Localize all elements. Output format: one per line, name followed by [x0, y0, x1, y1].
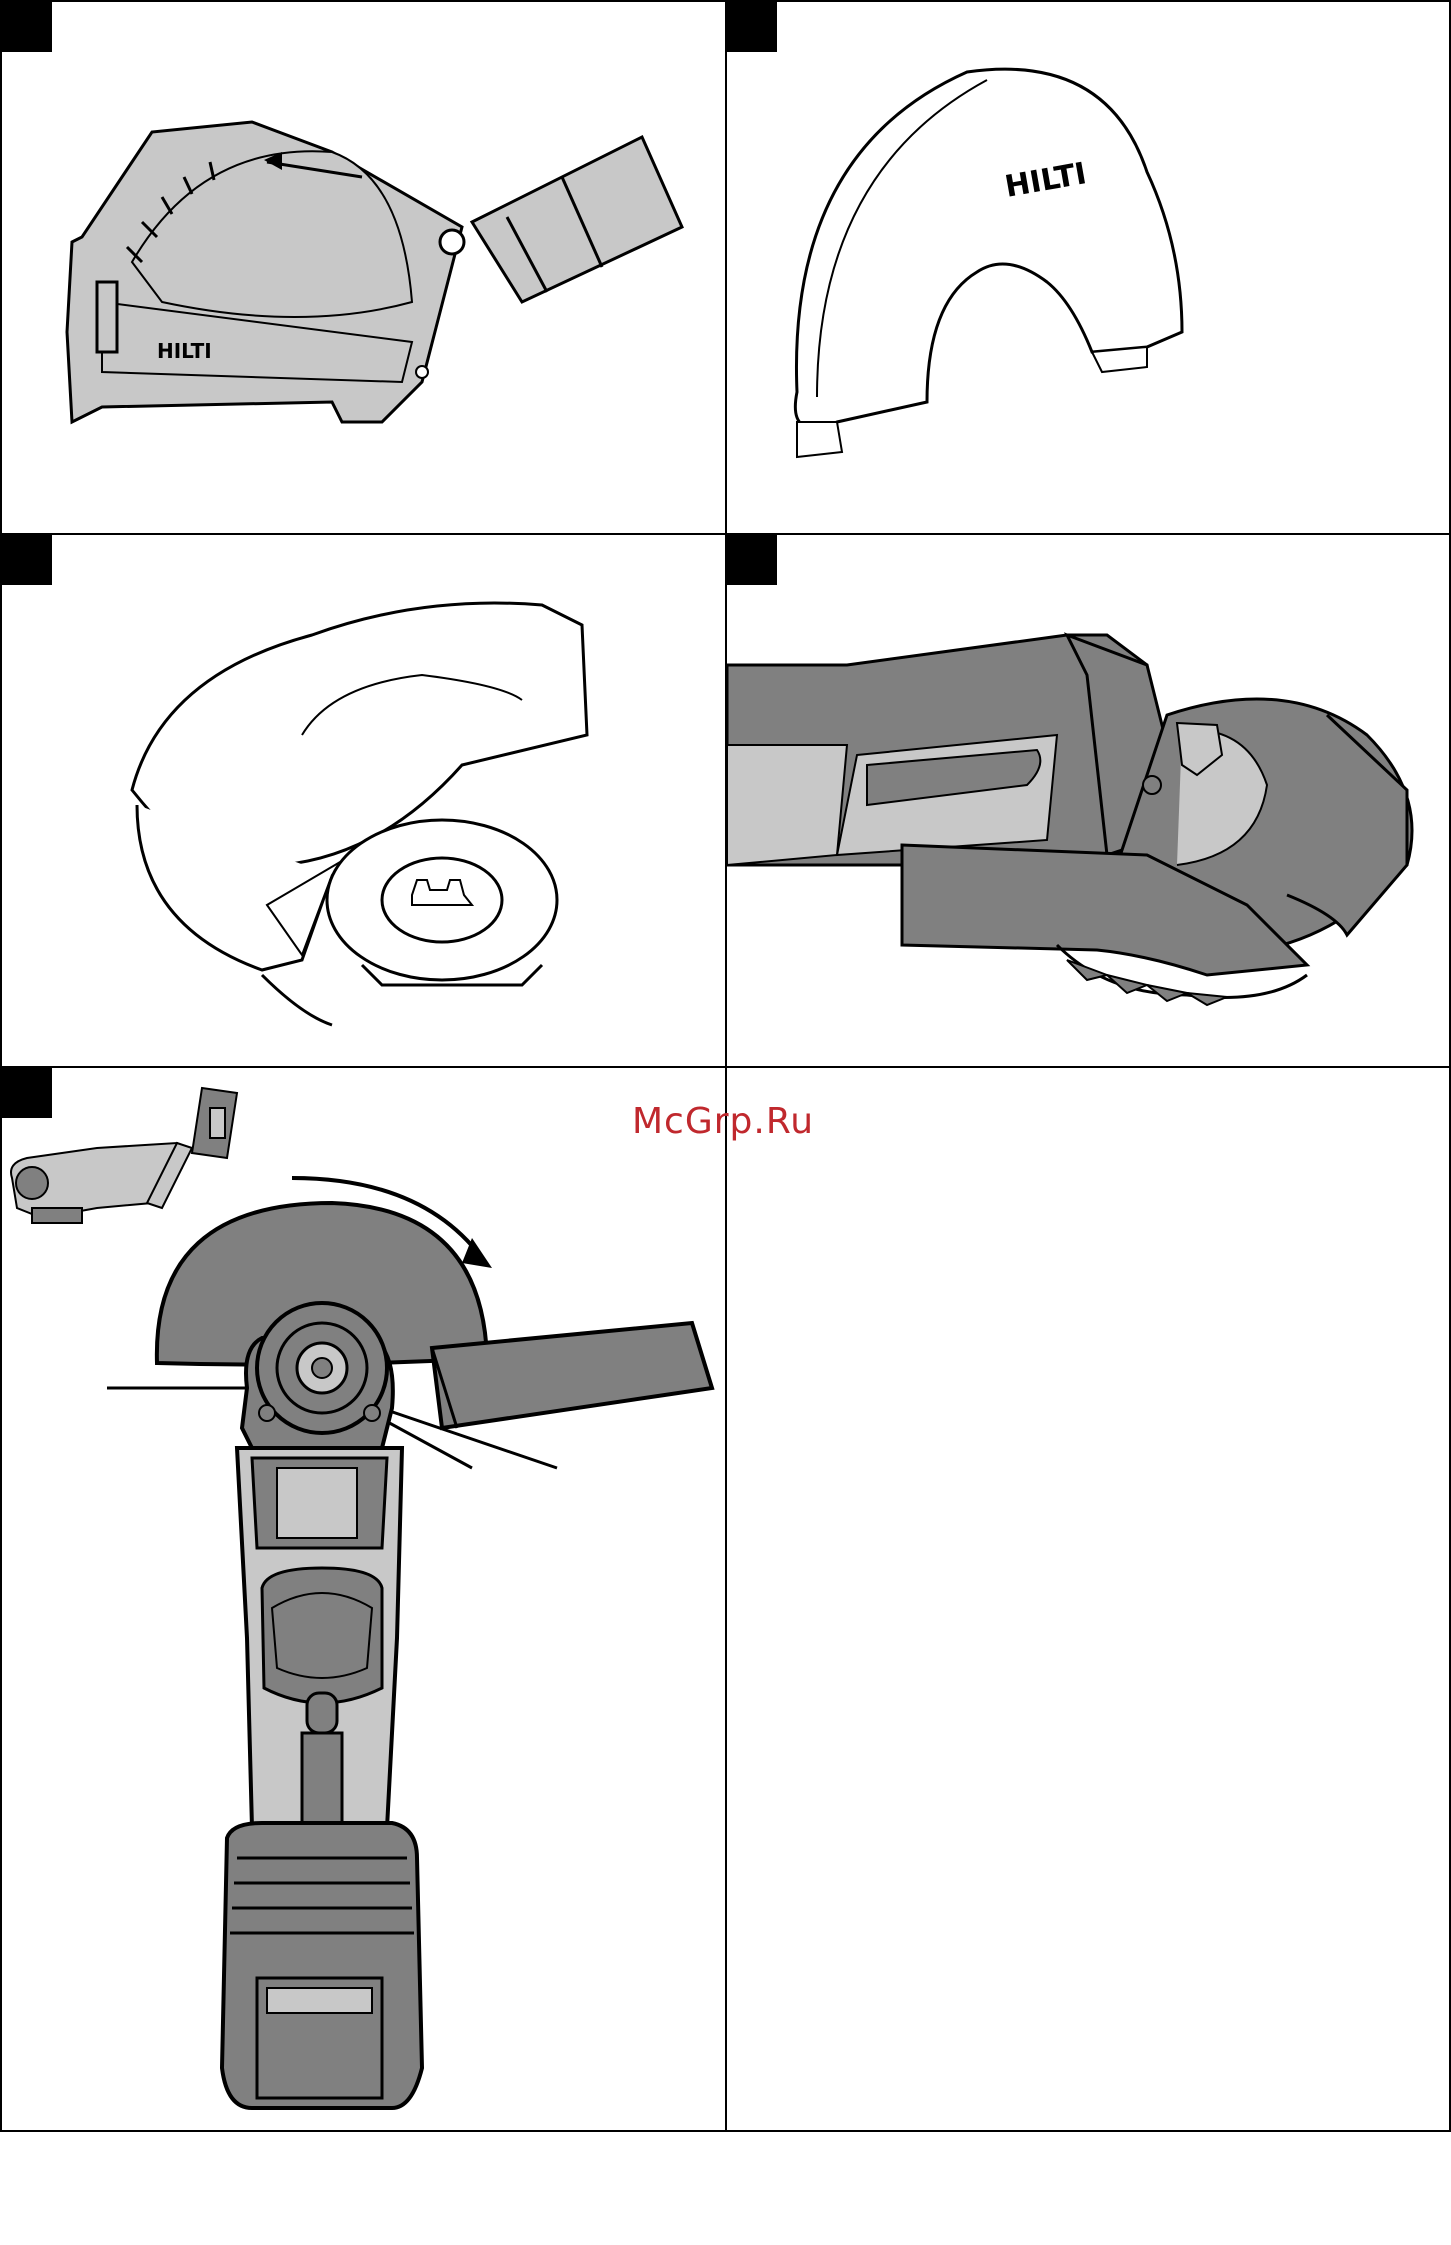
- figure-5-panel: [0, 1066, 727, 2132]
- figure-1-panel: HILTI: [0, 0, 727, 535]
- figure-3-panel: [0, 533, 727, 1068]
- grinding-guard-illustration: HILTI: [727, 2, 1451, 535]
- guard-underside-illustration: [2, 535, 727, 1068]
- figure-2-panel: HILTI: [725, 0, 1451, 535]
- watermark-text: McGrp.Ru: [632, 1101, 814, 1142]
- grinder-head-illustration: [727, 535, 1451, 1068]
- battery-removal-inset: [11, 1088, 237, 1223]
- grinder-top-view-illustration: [2, 1068, 727, 2132]
- figure-4-panel: [725, 533, 1451, 1068]
- hilti-logo-guard: HILTI: [157, 339, 212, 363]
- cutting-guard-with-dust-port-illustration: HILTI: [2, 2, 727, 535]
- figure-6-panel: [725, 1066, 1451, 2132]
